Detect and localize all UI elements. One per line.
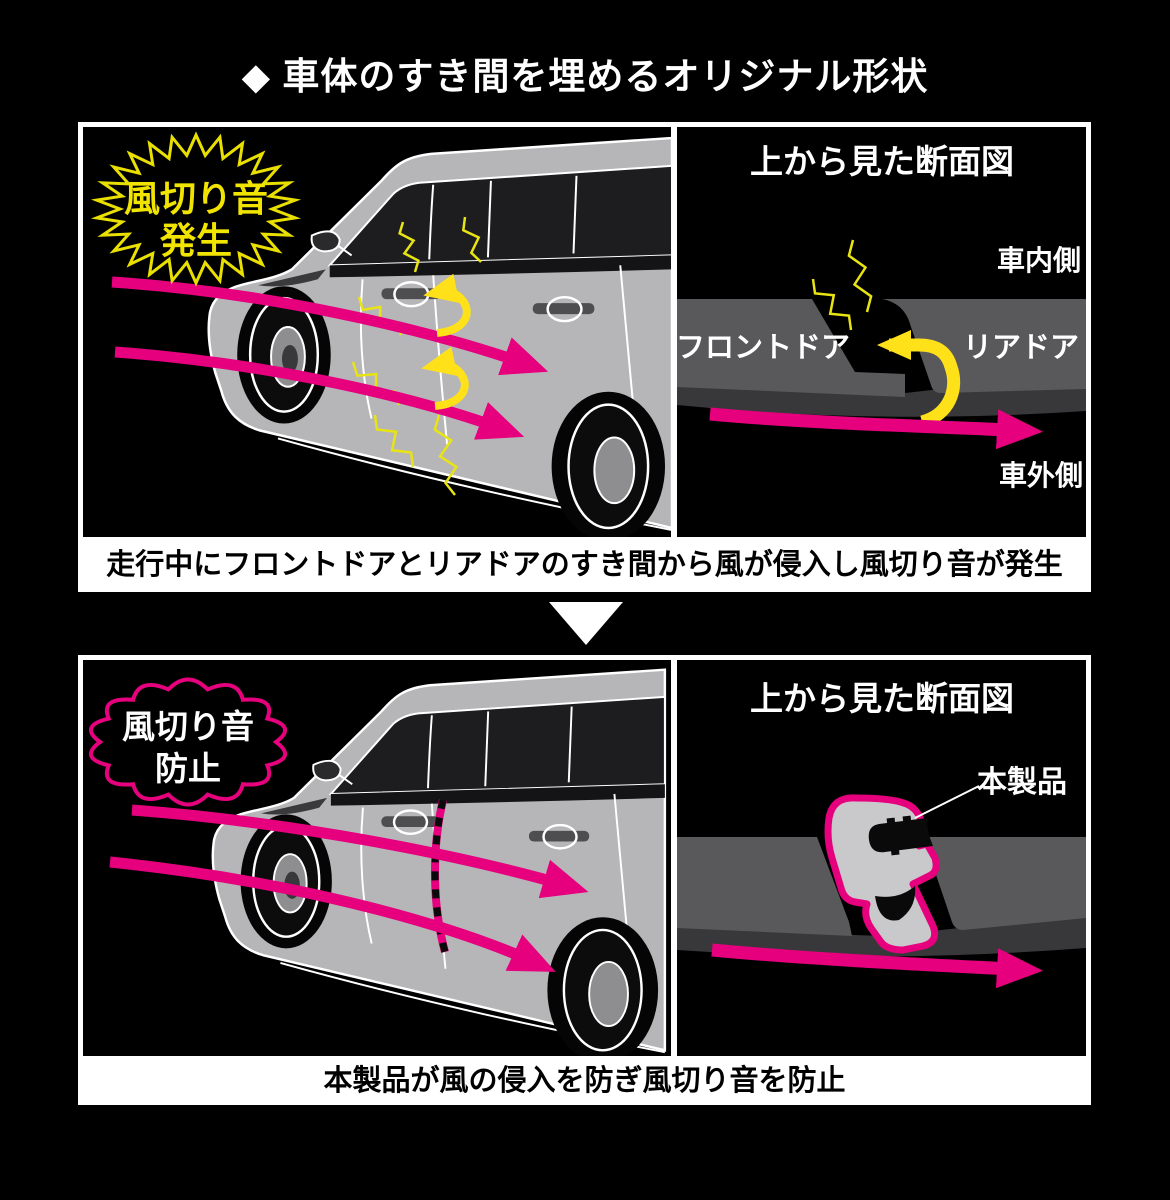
cross-section-title: 上から見た断面図	[750, 680, 1014, 717]
vibration-zigzag	[433, 414, 459, 496]
seal-tooth	[890, 845, 900, 856]
solution-caption: 本製品が風の侵入を防ぎ風切り音を防止	[83, 1056, 1086, 1100]
vibration-zigzag	[847, 239, 873, 313]
solution-car-illustration: 風切り音 防止	[83, 660, 671, 1056]
seal-tooth	[886, 817, 896, 828]
gap-intrusion-arrow	[877, 330, 961, 429]
burst-label-line1: 風切り音	[124, 178, 268, 219]
down-arrow-icon	[549, 602, 623, 645]
outside-wind-arrow	[709, 407, 1043, 450]
page-title: ◆ 車体のすき間を埋めるオリジナル形状	[241, 56, 929, 97]
seal-tooth	[902, 815, 912, 826]
exterior-side-label: 車外側	[999, 460, 1083, 491]
problem-caption: 走行中にフロントドアとリアドアのすき間から風が侵入し風切り音が発生	[83, 537, 1086, 587]
seal-mouth	[868, 818, 933, 853]
panel-problem: 風切り音 発生 上から見た断面図 車内側 フロントドア リアドア	[78, 122, 1091, 592]
panel-solution-body: 風切り音 防止 上から見た断面図	[83, 660, 1086, 1056]
rear-door-section	[905, 837, 1086, 930]
prevention-bubble	[89, 677, 287, 807]
seal-slot	[875, 886, 916, 921]
problem-cross-section-svg: 上から見た断面図 車内側 フロントドア リアドア 車外側	[677, 143, 1086, 491]
problem-car-illustration: 風切り音 発生	[83, 127, 671, 537]
vibration-zigzag	[811, 278, 853, 331]
solution-car-svg: 風切り音 防止	[89, 668, 667, 1056]
wind-arrow	[109, 856, 556, 972]
front-door-section	[677, 837, 852, 936]
problem-car-svg: 風切り音 発生	[90, 131, 671, 537]
product-label: 本製品	[977, 766, 1067, 799]
burst-label-line2: 発生	[160, 220, 232, 261]
wind-arrow	[131, 804, 589, 899]
panel-divider	[671, 660, 677, 1056]
panel-problem-body: 風切り音 発生 上から見た断面図 車内側 フロントドア リアドア	[83, 127, 1086, 537]
rear-door-section	[882, 299, 1086, 393]
solution-cross-section: 上から見た断面図 本製品	[677, 660, 1086, 1056]
wind-uturn-arrow	[423, 273, 471, 337]
vibration-zigzag	[373, 414, 415, 468]
vibration-zigzag	[398, 221, 420, 273]
cross-section-title: 上から見た断面図	[750, 143, 1014, 180]
noise-burst	[90, 131, 302, 287]
wind-arrow	[111, 276, 549, 376]
bubble-label-line2: 防止	[155, 750, 221, 787]
solution-cross-section-svg: 上から見た断面図 本製品	[677, 680, 1086, 989]
panel-solution: 風切り音 防止 上から見た断面図	[78, 655, 1091, 1105]
interior-side-label: 車内側	[997, 245, 1081, 276]
rear-door-label: リアドア	[963, 332, 1079, 364]
product-pointer-line	[914, 785, 980, 819]
panel-divider	[671, 127, 677, 537]
outside-wind-arrow	[711, 943, 1043, 989]
front-door-section	[677, 299, 905, 397]
vibration-zigzag	[461, 216, 482, 263]
front-door-label: フロントドア	[677, 332, 850, 364]
door-underside	[677, 914, 1086, 957]
product-seal-line-dashes	[431, 799, 449, 953]
wind-arrow	[114, 346, 525, 440]
problem-cross-section: 上から見た断面図 車内側 フロントドア リアドア 車外側	[677, 127, 1086, 537]
product-seal	[824, 794, 940, 954]
wind-uturn-arrow	[421, 346, 469, 410]
bubble-label-line1: 風切り音	[122, 708, 254, 745]
